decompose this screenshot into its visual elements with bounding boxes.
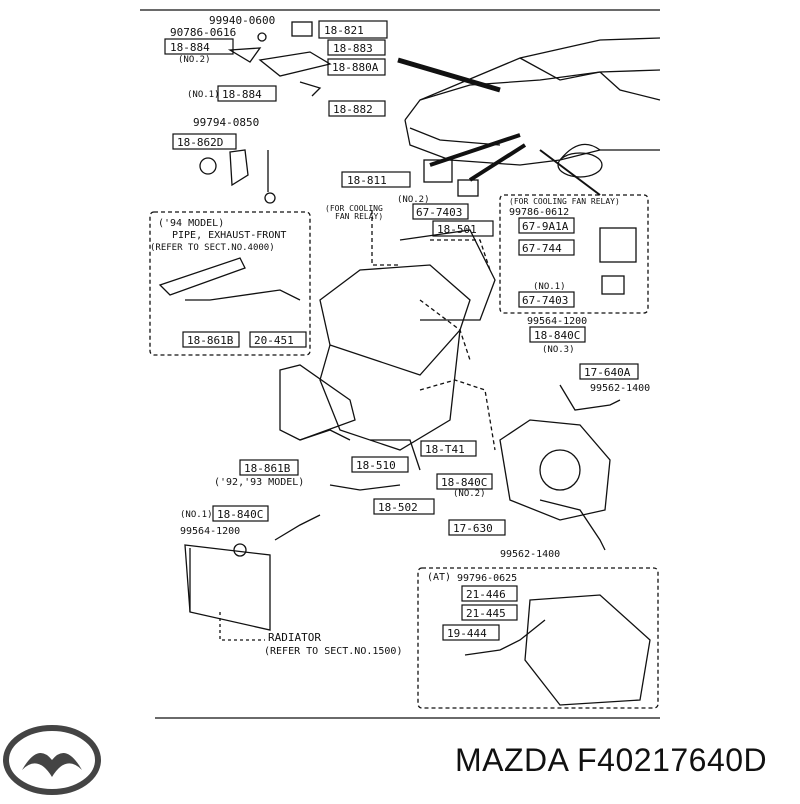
label-boxes	[164, 20, 639, 641]
arrow-to-car-3	[468, 143, 527, 182]
label-99562-b: 99562-1400	[500, 549, 560, 560]
relay-18811	[423, 159, 453, 183]
radiator	[184, 543, 271, 631]
label-99562-a: 99562-1400	[590, 383, 650, 394]
label-99940: 99940-0600	[209, 14, 275, 27]
label-no1-c: (NO.1)	[180, 510, 213, 520]
label-18880a: 18-880A	[332, 61, 379, 74]
at-box	[417, 567, 659, 709]
label-18t41: 18-T41	[425, 443, 465, 456]
label-677403-a: 67-7403	[416, 206, 462, 219]
mazda-logo-icon	[3, 725, 101, 795]
at-transmission	[524, 594, 651, 706]
dash-2	[430, 239, 491, 271]
at-sensor-wire	[464, 619, 546, 656]
radiator-leader	[219, 612, 265, 641]
label-18884-top: 18-884	[170, 41, 210, 54]
exhaust-pipe	[158, 257, 246, 296]
label-17640a: 17-640A	[584, 366, 631, 379]
label-20451: 20-451	[254, 334, 294, 347]
label-679a1a: 67-9A1A	[522, 220, 569, 233]
wire-2	[370, 439, 421, 471]
label-99564-b: 99564-1200	[180, 526, 240, 537]
label-18502: 18-502	[378, 501, 418, 514]
label-94model: ('94 MODEL)	[158, 218, 224, 229]
label-17630: 17-630	[453, 522, 493, 535]
label-cfr3: (FOR COOLING FAN RELAY)	[509, 197, 620, 206]
label-99796: 99796-0625	[457, 573, 517, 584]
car-outline	[404, 37, 661, 178]
label-9293: ('92,'93 MODEL)	[214, 477, 304, 488]
dash-4	[419, 379, 496, 451]
label-refer1500: (REFER TO SECT.NO.1500)	[264, 646, 402, 657]
label-18821: 18-821	[324, 24, 364, 37]
label-18883: 18-883	[333, 42, 373, 55]
label-18840c-a: 18-840C	[534, 329, 580, 342]
label-no1-b: (NO.1)	[533, 282, 566, 292]
fan-relay-box	[499, 194, 649, 314]
label-19444: 19-444	[447, 627, 487, 640]
label-cfr2: FAN RELAY)	[335, 212, 383, 221]
brand-part-number: MAZDA F40217640D	[455, 742, 768, 778]
wire-3	[329, 484, 401, 491]
label-radiator: RADIATOR	[268, 631, 321, 644]
label-18862d: 18-862D	[177, 136, 223, 149]
fan-relay-part	[599, 227, 637, 263]
top-relay-cluster	[227, 21, 332, 97]
sensor-wire-94	[185, 289, 301, 301]
dash-3	[419, 299, 471, 361]
label-99564-a: 99564-1200	[527, 316, 587, 327]
label-99794: 99794-0850	[193, 116, 259, 129]
label-18861b-b: 18-861B	[244, 462, 291, 475]
label-18510: 18-510	[356, 459, 396, 472]
label-21446: 21-446	[466, 588, 506, 601]
sensor-18840c-1	[274, 514, 321, 541]
transmission	[499, 419, 611, 521]
label-18840c-c: 18-840C	[217, 508, 263, 521]
label-cfr1: (FOR COOLING	[325, 204, 383, 213]
label-90786: 90786-0616	[170, 26, 236, 39]
arrow-to-car-4	[539, 149, 601, 196]
label-67744: 67-744	[522, 242, 562, 255]
label-no3: (NO.3)	[542, 345, 575, 355]
label-18840c-b: 18-840C	[441, 476, 487, 489]
sensor-17640a	[559, 384, 621, 411]
label-18811: 18-811	[347, 174, 387, 187]
label-18861b-a: 18-861B	[187, 334, 234, 347]
label-refer4000: (REFER TO SECT.NO.4000)	[150, 243, 275, 253]
label-21445: 21-445	[466, 607, 506, 620]
label-no2-top: (NO.2)	[178, 55, 211, 65]
sensor-bracket	[199, 149, 276, 204]
dash-1	[371, 210, 400, 266]
fan-relay-part-2	[601, 275, 625, 295]
sensor-17630	[539, 499, 606, 551]
label-pipe: PIPE, EXHAUST-FRONT	[172, 230, 286, 241]
label-99786: 99786-0612	[509, 207, 569, 218]
label-no2-b: (NO.2)	[397, 195, 430, 205]
label-18501: 18-501	[437, 223, 477, 236]
label-18882: 18-882	[333, 103, 373, 116]
label-18884-b: 18-884	[222, 88, 262, 101]
label-no1-a: (NO.1)	[187, 90, 220, 100]
arrow-to-car-1	[397, 57, 501, 93]
label-at: (AT)	[427, 572, 451, 583]
label-no2-c: (NO.2)	[453, 489, 486, 499]
relay-677403	[457, 179, 479, 197]
model-94-box	[149, 211, 311, 356]
engine-block	[279, 229, 496, 451]
wire-1	[299, 429, 351, 441]
label-677403-b: 67-7403	[522, 294, 568, 307]
